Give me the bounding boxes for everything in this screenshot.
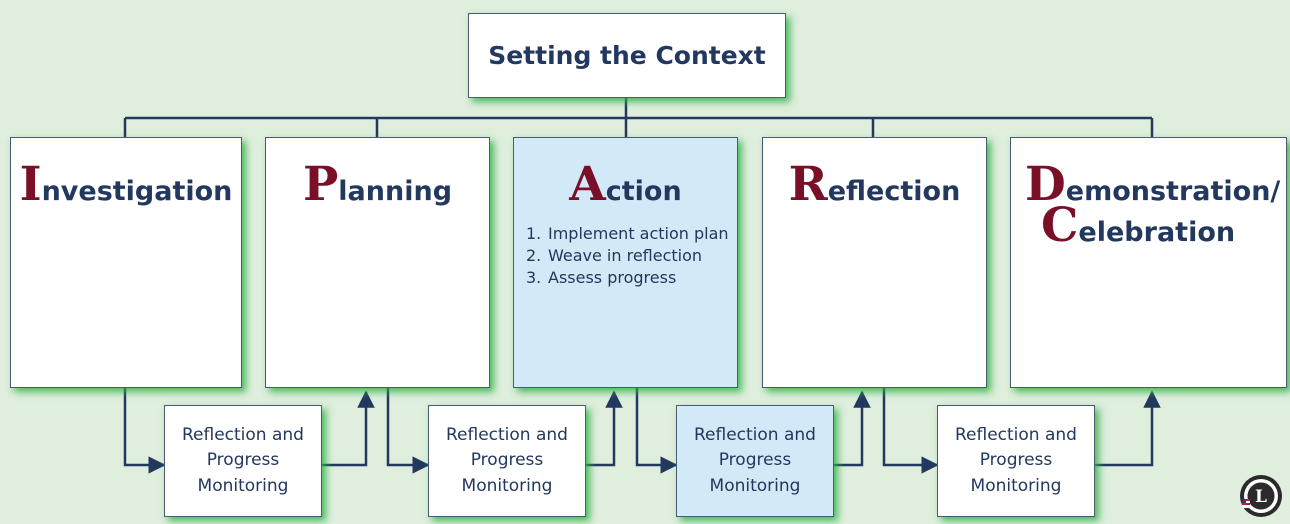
stage-demonstration-celebration: Demonstration/ Celebration xyxy=(1010,137,1287,388)
arrow-monitor-1-to-planning xyxy=(322,390,375,467)
stage-investigation-rest: nvestigation xyxy=(41,176,233,207)
arrow-investigation-to-monitor-1 xyxy=(123,388,166,474)
stage-celebration-initial: C xyxy=(1041,198,1079,254)
stage-celebration-title: Celebration xyxy=(1011,201,1286,250)
stage-demonstration-title: Demonstration/ xyxy=(1011,160,1286,209)
stage-reflection-title: Reflection xyxy=(763,160,986,209)
stage-action-initial: A xyxy=(569,157,606,212)
setting-the-context-title: Setting the Context xyxy=(488,41,766,70)
stage-reflection-initial: R xyxy=(788,157,828,212)
monitoring-box-highlighted: Reflection and Progress Monitoring xyxy=(676,405,834,517)
stage-planning-initial: P xyxy=(302,157,339,212)
stage-demonstration-rest: emonstration/ xyxy=(1065,176,1281,207)
arrow-monitor-4-to-demonstration xyxy=(1095,390,1161,467)
monitoring-box: Reflection and Progress Monitoring xyxy=(164,405,322,517)
stage-investigation-initial: I xyxy=(19,157,42,212)
monitoring-box: Reflection and Progress Monitoring xyxy=(428,405,586,517)
monitoring-label: Reflection and Progress Monitoring xyxy=(955,424,1077,496)
arrow-monitor-2-to-action xyxy=(586,390,623,467)
stage-investigation-title: Investigation xyxy=(11,160,241,209)
arrow-reflection-to-monitor-4 xyxy=(882,388,939,474)
monitoring-box: Reflection and Progress Monitoring xyxy=(937,405,1095,517)
stage-celebration-rest: elebration xyxy=(1078,217,1236,249)
stage-planning: Planning xyxy=(265,137,490,388)
svg-text:L: L xyxy=(1255,487,1267,507)
arrow-planning-to-monitor-2 xyxy=(386,388,430,474)
arrow-monitor-3-to-reflection xyxy=(834,390,871,467)
action-step: 2.Weave in reflection xyxy=(526,245,703,265)
arrow-action-to-monitor-3 xyxy=(635,388,678,474)
stage-reflection: Reflection xyxy=(762,137,987,388)
stage-planning-rest: lanning xyxy=(338,176,453,207)
action-step-text: Implement action plan xyxy=(548,224,729,244)
stage-investigation: Investigation xyxy=(10,137,242,388)
monitoring-label: Reflection and Progress Monitoring xyxy=(694,424,816,496)
monitoring-label: Reflection and Progress Monitoring xyxy=(446,424,568,496)
stage-reflection-rest: eflection xyxy=(827,176,961,207)
stage-action-title: Action xyxy=(514,160,737,209)
stage-demonstration-initial: D xyxy=(1025,157,1066,212)
learn-and-serve-seal-icon: L xyxy=(1240,475,1282,517)
monitoring-label: Reflection and Progress Monitoring xyxy=(182,424,304,496)
action-step-text: Weave in reflection xyxy=(548,245,703,265)
stage-action-rest: ction xyxy=(605,176,682,207)
action-step: 1.Implement action plan xyxy=(526,224,729,244)
action-step: 3.Assess progress xyxy=(526,267,677,287)
stage-planning-title: Planning xyxy=(266,160,489,209)
setting-the-context-box: Setting the Context xyxy=(468,13,786,98)
action-steps-list: 1.Implement action plan 2.Weave in refle… xyxy=(514,223,737,288)
action-step-text: Assess progress xyxy=(548,267,677,287)
stage-action: Action 1.Implement action plan 2.Weave i… xyxy=(513,137,738,388)
